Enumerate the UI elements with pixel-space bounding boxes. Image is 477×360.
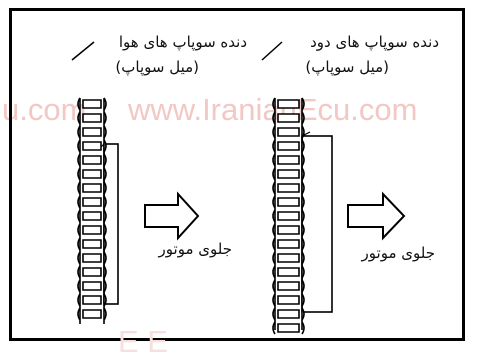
gear-tooth [77, 97, 107, 111]
front-arrow-right-icon [347, 191, 406, 241]
gear-tooth [77, 293, 107, 307]
gear-tooth [272, 321, 305, 335]
front-arrow-left-icon [144, 191, 200, 241]
gear-tooth [77, 139, 107, 153]
gear-tooth [77, 251, 107, 265]
gear-tooth [272, 125, 305, 139]
gear-tooth [77, 265, 107, 279]
gear-tooth [272, 195, 305, 209]
gear-tooth [272, 307, 305, 321]
gear-tooth [77, 125, 107, 139]
exhaust-sprocket-title: دنده سوپاپ های دود [310, 33, 439, 51]
watermark-left: u.com [2, 92, 87, 127]
intake-sprocket-subtitle: (میل سوپاپ) [115, 58, 199, 76]
gear-tooth [77, 195, 107, 209]
exhaust-front-label: جلوی موتور [361, 244, 435, 262]
gear-tooth [272, 265, 305, 279]
gear-tooth [272, 209, 305, 223]
gear-tooth [272, 237, 305, 251]
gear-tooth [77, 181, 107, 195]
gear-tooth [272, 279, 305, 293]
gear-tooth [272, 251, 305, 265]
intake-sprocket-gear-icon [71, 41, 119, 324]
gear-tooth [272, 139, 305, 153]
exhaust-sprocket-gear-icon [261, 41, 333, 335]
exhaust-sprocket-subtitle: (میل سوپاپ) [305, 58, 389, 76]
diagram-frame [9, 8, 465, 341]
gear-tooth [77, 111, 107, 125]
gear-tooth [77, 209, 107, 223]
diagram-canvas [71, 41, 406, 335]
gear-tooth [272, 167, 305, 181]
gear-tooth [272, 111, 305, 125]
intake-front-label: جلوی موتور [158, 240, 232, 258]
watermark-bottom: E E [118, 324, 168, 359]
gear-tooth [272, 153, 305, 167]
gear-tooth [272, 293, 305, 307]
gear-tooth [77, 223, 107, 237]
intake-sprocket-title: دنده سوپاپ های هوا [118, 33, 247, 51]
gear-tooth [272, 97, 305, 111]
gear-tooth [77, 153, 107, 167]
gear-tooth [272, 223, 305, 237]
gear-tooth [77, 237, 107, 251]
gear-tooth [77, 279, 107, 293]
gear-tooth [272, 181, 305, 195]
gear-tooth [77, 167, 107, 181]
gear-tooth [77, 307, 107, 321]
